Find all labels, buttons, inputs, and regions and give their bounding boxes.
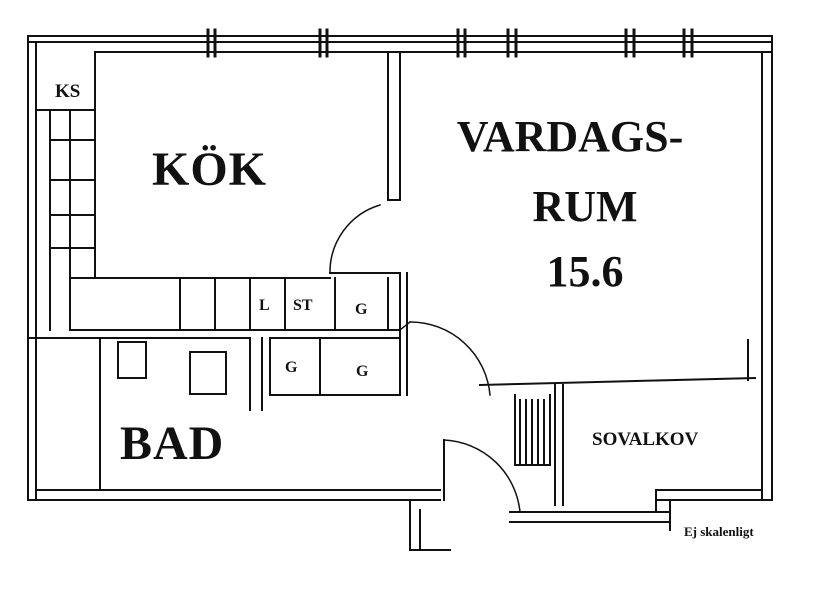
bottom-exterior-wall [409,499,671,551]
left-exterior-wall [27,35,441,501]
top-windows [206,28,694,58]
fixture-g-bottom-right-label: G [356,363,369,380]
fixture-g-top-label: G [355,301,368,318]
fixture-l-label: L [259,297,270,314]
kitchen-counter [179,272,408,396]
fixture-g-bottom-left-label: G [285,359,298,376]
not-to-scale-note: Ej skalenligt [684,524,754,539]
sleeping-alcove-walls [478,376,757,506]
bathroom-label: BAD [120,417,225,470]
kitchen-label: KÖK [152,143,268,196]
living-room-label-line1: VARDAGS- [456,112,684,161]
right-exterior-wall [655,35,773,531]
ks-label: KS [55,81,81,102]
kitchen-partition-wall [387,51,401,201]
ks-storage [35,51,96,331]
living-room-label-line2: RUM [532,182,638,231]
living-room-area: 15.6 [546,247,624,296]
door-swings [329,204,521,513]
top-exterior-wall [27,35,773,53]
kitchen-south-wall [27,272,401,339]
fixture-st-label: ST [293,297,313,314]
sleeping-alcove-label: SOVALKOV [592,429,699,450]
bathroom-fixtures [99,337,445,501]
lower-cupboards [261,337,401,411]
